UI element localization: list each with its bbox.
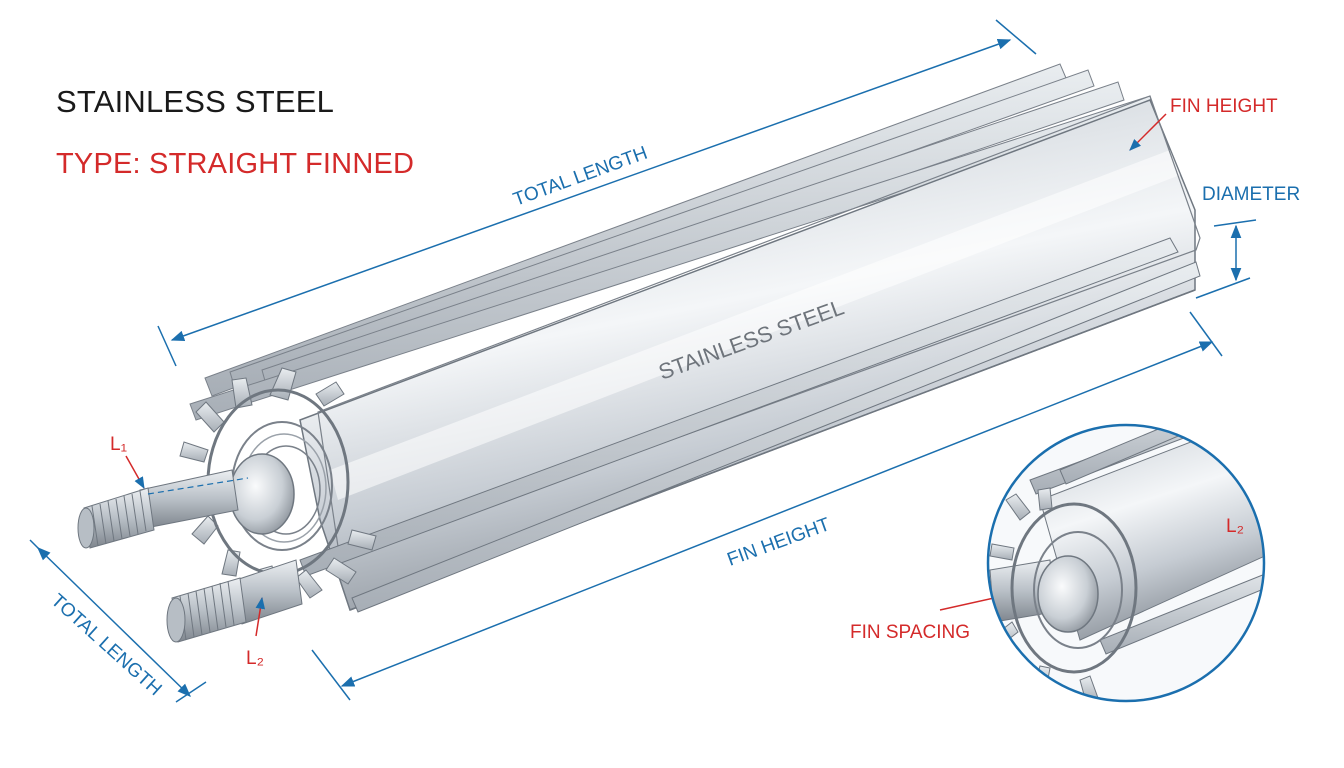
l2-leader: [255, 596, 266, 637]
l1-leader: [125, 455, 145, 490]
fin-spacing-label: FIN SPACING: [850, 622, 970, 643]
dimension-total-length-top: [157, 19, 1037, 367]
detail-magnifier: [986, 423, 1266, 703]
l2-label: L₂: [246, 648, 264, 669]
upper-threaded-stud: [77, 469, 239, 549]
fin-height-bottom-label: FIN HEIGHT: [725, 514, 834, 571]
fin-height-top-label: FIN HEIGHT: [1170, 96, 1278, 117]
detail-l2-label: L₂: [1226, 516, 1244, 537]
l1-label: L₁: [110, 434, 127, 455]
total-length-left-label: TOTAL LENGTH: [47, 590, 166, 700]
diameter-label: DIAMETER: [1202, 184, 1300, 205]
dimension-fin-height-bottom: [311, 311, 1223, 701]
dimension-total-length-left: [29, 539, 207, 703]
dimension-diameter: [1195, 219, 1257, 299]
l1-center-line: [147, 477, 249, 495]
fin-height-leader: [1129, 113, 1167, 151]
